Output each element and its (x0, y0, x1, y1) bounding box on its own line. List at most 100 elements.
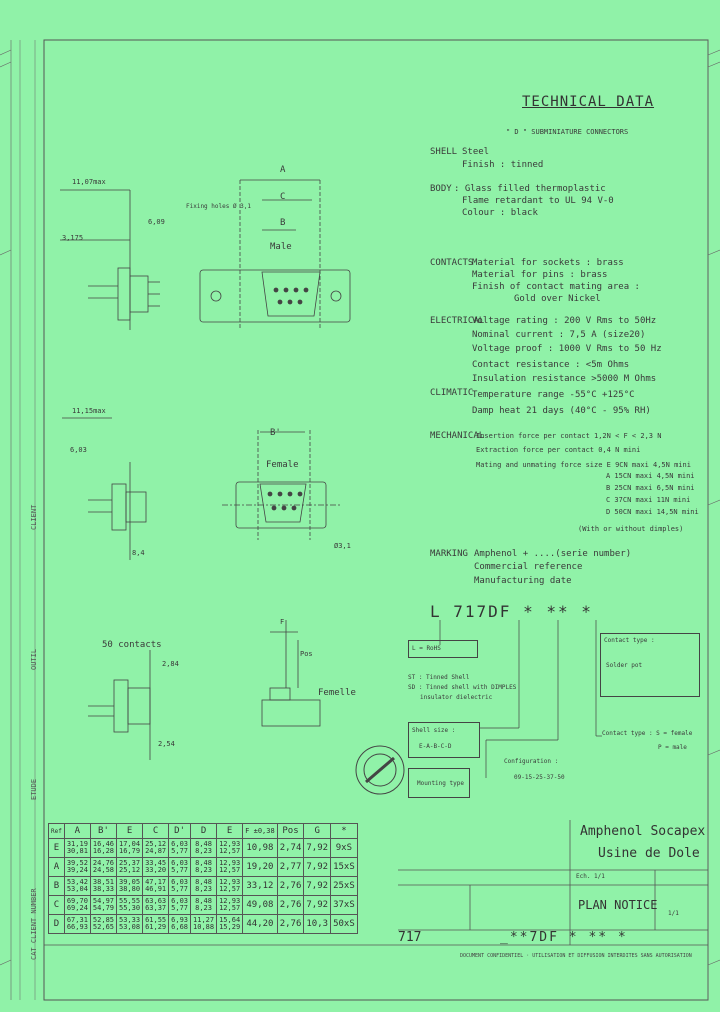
amphenol-seal (355, 745, 405, 795)
tolerance: 1/1 (668, 910, 679, 917)
dim-1115: 11,15max (72, 407, 106, 415)
table-cell: 6,93 6,68 (168, 914, 192, 934)
table-cell: 53,42 53,04 (63, 876, 91, 896)
config-label: Configuration : (504, 758, 559, 765)
st-line: insulator dielectric (420, 694, 493, 701)
table-cell: 2,76 (276, 895, 305, 915)
table-cell: 8,48 8,23 (190, 838, 218, 858)
spec-climatic-line: Damp heat 21 days (40°C - 95% RH) (472, 406, 651, 416)
table-header-cell: D (190, 823, 218, 839)
st-line: SD : Tinned shell with DIMPLES (408, 684, 517, 691)
front-view-male (199, 179, 351, 330)
spec-mechanical-line: Mating and unmating force size E 9CN max… (476, 461, 691, 469)
spec-climatic-line: Temperature range -55°C +125°C (472, 390, 635, 400)
fix-note: Fixing holes Ø 3,1 (186, 203, 252, 210)
part-code: L 717DF * ** * (430, 602, 593, 621)
spec-contacts-line: Finish of contact mating area : (472, 282, 640, 292)
table-cell: 9xS (330, 838, 358, 858)
female-label: Female (266, 460, 299, 470)
table-cell: 50xS (330, 914, 358, 934)
dim-b-prime: B' (270, 428, 281, 438)
table-cell: 6,03 5,77 (168, 857, 192, 877)
table-cell: 8,48 8,23 (190, 895, 218, 915)
spec-electrical-label: ELECTRICAL (430, 316, 485, 326)
table-cell: 15,64 15,29 (216, 914, 244, 934)
table-cell: 39,05 38,80 (115, 876, 144, 896)
spec-body-line: Flame retardant to UL 94 V-0 (462, 196, 614, 206)
page-subtitle: " D " SUBMINIATURE CONNECTORS (506, 128, 629, 136)
table-cell: 7,92 (303, 857, 332, 877)
table-cell: 63,63 63,37 (142, 895, 170, 915)
table-cell: 67,31 66,93 (63, 914, 91, 934)
table-header-cell: E (216, 823, 244, 839)
table-header-cell: Ref (48, 823, 65, 839)
dim-3175: 3,175 (62, 234, 84, 242)
dim-1107: 11,07max (72, 178, 106, 186)
spec-electrical-line: Contact resistance : <5m Ohms (472, 360, 630, 370)
margin-ref: CAT CLIENT NUMBER (30, 888, 38, 960)
table-header-row: Ref A B' E C D' D E F ±0,38 Pos G * (48, 823, 358, 839)
spec-body-label: BODY (430, 184, 452, 194)
margin-client: CLIENT (30, 504, 38, 530)
table-cell: 7,92 (303, 876, 332, 896)
table-cell: 38,51 38,33 (89, 876, 118, 896)
spec-marking-line: Amphenol + ....(serie number) (474, 549, 632, 559)
table-cell: 2,77 (276, 857, 305, 877)
dim-609: 6,09 (148, 218, 165, 226)
table-cell: 6,03 5,77 (168, 876, 192, 896)
front-view-female (222, 430, 340, 540)
spec-contacts-line: Material for sockets : brass (472, 258, 624, 268)
femelle-label: Femelle (318, 688, 356, 698)
side-view-female (62, 417, 147, 560)
side-view-male (60, 189, 160, 330)
spec-marking-line: Commercial reference (474, 562, 583, 572)
table-header-cell: B' (89, 823, 118, 839)
table-cell: 12,93 12,57 (216, 838, 244, 858)
dim-c: C (280, 192, 286, 202)
spec-electrical-line: Insulation resistance >5000 M Ohms (472, 374, 657, 384)
spec-contacts-label: CONTACTS (430, 258, 474, 268)
table-cell: 12,93 12,57 (216, 895, 244, 915)
dim-a: A (280, 165, 286, 175)
config-values: 09-15-25-37-50 (514, 774, 565, 781)
company-name: Amphenol Socapex (580, 824, 706, 839)
st-line: ST : Tinned Shell (408, 674, 470, 681)
table-cell: 25,37 25,12 (115, 857, 144, 877)
dim-254: 2,54 (158, 740, 175, 748)
table-cell: 61,55 61,29 (142, 914, 170, 934)
spec-electrical-line: Nominal current : 7,5 A (size20) (472, 330, 646, 340)
plan-title: PLAN NOTICE (578, 898, 658, 912)
table-cell: 49,08 (242, 895, 278, 915)
spec-mechanical-line: C 37CN maxi 11N mini (606, 496, 691, 504)
mounting-box: Mounting type (408, 768, 470, 798)
sheet-info: Ech. 1/1 (576, 873, 605, 880)
table-cell: 25xS (330, 876, 358, 896)
table-cell: 11,27 10,88 (190, 914, 218, 934)
margin-etude: ETUDE (30, 778, 38, 800)
table-cell: 52,85 52,65 (89, 914, 118, 934)
spec-shell-label: SHELL (430, 147, 458, 157)
spec-body-line: : Glass filled thermoplastic (454, 184, 606, 194)
table-cell: 8,48 8,23 (190, 857, 218, 877)
drawing-number: 717 (398, 930, 422, 945)
rohs-box: L = RoHS (408, 640, 478, 658)
table-cell: 25,12 24,87 (142, 838, 170, 858)
spec-shell-line: Steel (462, 147, 490, 157)
contact-type-3: P = male (658, 744, 687, 751)
spec-mechanical-label: MECHANICAL (430, 431, 485, 441)
table-cell: 15xS (330, 857, 358, 877)
site-name: Usine de Dole (598, 846, 700, 861)
spec-climatic-label: CLIMATIC (430, 388, 474, 398)
dim-603: 6,03 (70, 446, 87, 454)
table-cell: 55,55 55,30 (115, 895, 144, 915)
table-cell: 8,48 8,23 (190, 876, 218, 896)
table-cell: C (48, 895, 65, 915)
table-cell: 2,76 (276, 914, 305, 934)
dim-31: Ø3,1 (334, 542, 351, 550)
table-header-cell: A (63, 823, 91, 839)
spec-contacts-line: Material for pins : brass (472, 270, 608, 280)
